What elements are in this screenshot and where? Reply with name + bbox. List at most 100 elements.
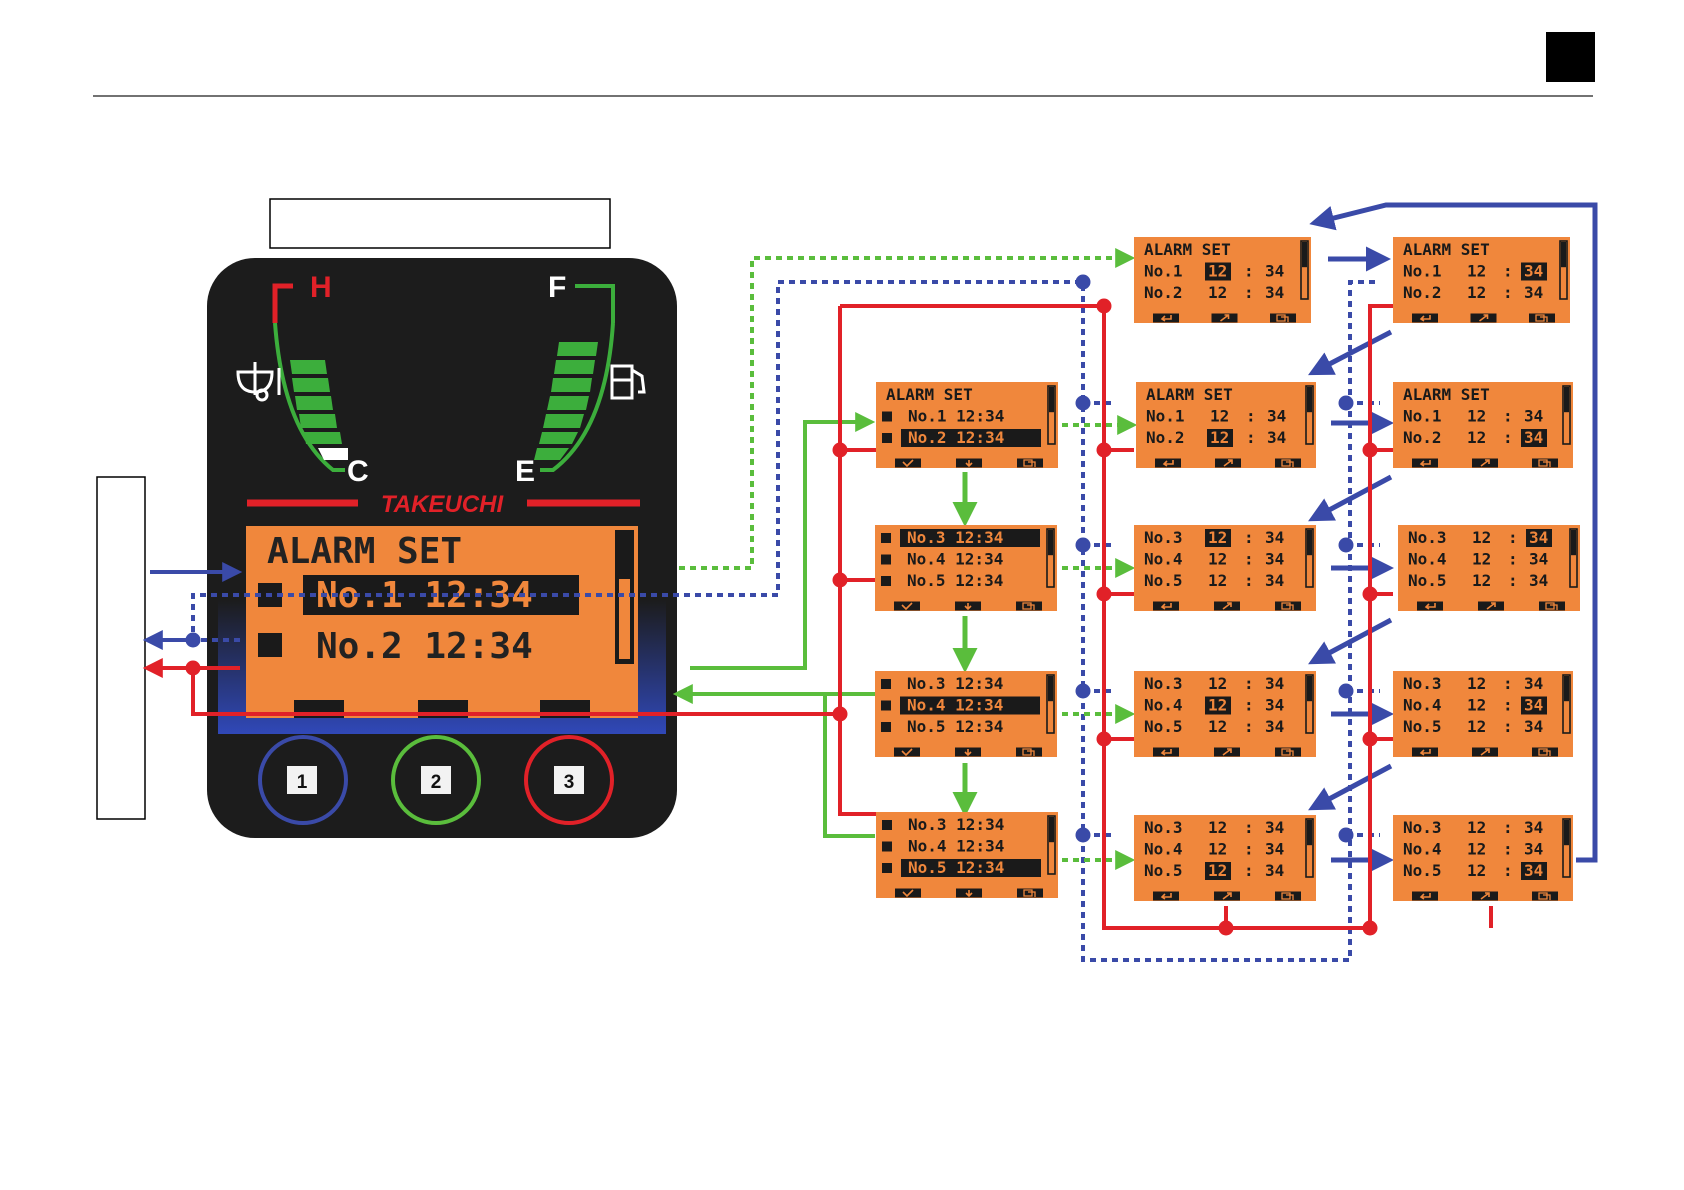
row-2-cell-0: No.5 bbox=[1403, 717, 1442, 736]
menu-icon bbox=[1275, 458, 1301, 468]
edit-icon bbox=[1214, 891, 1240, 901]
row-1-cell-2: : bbox=[1244, 696, 1254, 715]
row-1-cell-1: 12 bbox=[1467, 840, 1486, 859]
row-2-cell-1: 12 bbox=[1472, 571, 1491, 590]
row-2-cell-1: 12 bbox=[1208, 861, 1227, 880]
menu-icon bbox=[1016, 747, 1042, 757]
list-row-highlight bbox=[901, 429, 1041, 447]
row-1-cell-2: : bbox=[1503, 428, 1513, 447]
row-1-cell-1: 12 bbox=[1208, 283, 1227, 302]
row-0-cell-2: : bbox=[1508, 528, 1518, 547]
edit-icon bbox=[1214, 747, 1240, 757]
screen-title: ALARM SET bbox=[1144, 240, 1231, 259]
row-2-cell-3: 34 bbox=[1524, 861, 1543, 880]
row-1-cell-2: : bbox=[1246, 428, 1256, 447]
list-marker bbox=[882, 841, 892, 852]
row-0-cell-2: : bbox=[1244, 818, 1254, 837]
screen-title: ALARM SET bbox=[1146, 385, 1233, 404]
row-2-cell-2: : bbox=[1244, 717, 1254, 736]
row-1-cell-1: 12 bbox=[1467, 696, 1486, 715]
row-1-cell-2: : bbox=[1503, 696, 1513, 715]
monitor-button-2[interactable]: 2 bbox=[391, 735, 481, 825]
row-1-cell-2: : bbox=[1244, 283, 1254, 302]
list-row-2: No.5 12:34 bbox=[908, 858, 1004, 877]
down-icon bbox=[955, 747, 981, 757]
row-1-cell-0: No.4 bbox=[1408, 550, 1447, 569]
main-lcd bbox=[246, 526, 638, 718]
row-0-cell-2: : bbox=[1503, 262, 1513, 281]
list-marker bbox=[881, 533, 891, 543]
junction-dot bbox=[832, 572, 848, 588]
row-0-cell-2: : bbox=[1244, 674, 1254, 693]
row-0-cell-3: 34 bbox=[1267, 407, 1286, 426]
menu-icon bbox=[1532, 458, 1558, 468]
row-1-cell-3: 34 bbox=[1265, 840, 1284, 859]
row-0-cell-0: No.3 bbox=[1144, 528, 1183, 547]
temp-gauge-bars bbox=[290, 360, 348, 460]
list-marker bbox=[881, 554, 891, 565]
edit-icon bbox=[1478, 601, 1504, 611]
list-row-1: No.4 12:34 bbox=[908, 837, 1004, 856]
monitor-button-3[interactable]: 3 bbox=[524, 735, 614, 825]
edit-field-highlight bbox=[1521, 862, 1547, 880]
row-0-cell-2: : bbox=[1503, 818, 1513, 837]
row-1-cell-0: No.2 bbox=[1403, 283, 1442, 302]
junction-dot bbox=[1218, 920, 1234, 936]
row-0-cell-1: 12 bbox=[1210, 407, 1229, 426]
row-1-cell-2: : bbox=[1508, 550, 1518, 569]
menu-icon bbox=[1017, 458, 1043, 468]
check-icon bbox=[895, 458, 921, 468]
row-2-cell-2: : bbox=[1503, 717, 1513, 736]
header-caption-box bbox=[269, 198, 611, 249]
screen-scrollbar bbox=[1046, 674, 1055, 734]
row-0-cell-0: No.1 bbox=[1146, 407, 1185, 426]
check-icon bbox=[894, 601, 920, 611]
list-marker bbox=[882, 411, 892, 422]
row-2-cell-0: No.5 bbox=[1408, 571, 1447, 590]
row-0-cell-1: 12 bbox=[1208, 262, 1227, 281]
junction-dot bbox=[185, 632, 201, 648]
list-marker bbox=[881, 576, 891, 586]
cancel-path-blue bbox=[191, 280, 1376, 962]
fuel-full-label: F bbox=[548, 271, 566, 304]
row-0-cell-0: No.3 bbox=[1144, 818, 1183, 837]
row-2-cell-1: 12 bbox=[1467, 861, 1486, 880]
row-0-cell-2: : bbox=[1246, 407, 1256, 426]
list-marker bbox=[881, 679, 891, 689]
screen-scrollbar bbox=[1305, 385, 1314, 445]
return-icon bbox=[1417, 601, 1443, 611]
row-2-cell-2: : bbox=[1244, 861, 1254, 880]
row-2-cell-1: 12 bbox=[1208, 717, 1227, 736]
menu-icon bbox=[1529, 313, 1555, 323]
row-0-cell-1: 12 bbox=[1208, 674, 1227, 693]
edit-field-highlight bbox=[1205, 529, 1231, 547]
fuel-gauge-bars bbox=[534, 342, 598, 460]
row-2-cell-3: 34 bbox=[1265, 861, 1284, 880]
row-0-cell-1: 12 bbox=[1467, 674, 1486, 693]
menu-icon bbox=[1275, 891, 1301, 901]
edit-field-highlight bbox=[1205, 262, 1231, 281]
row-1-cell-3: 34 bbox=[1265, 696, 1284, 715]
monitor-button-1[interactable]: 1 bbox=[258, 735, 348, 825]
row-2-cell-2: : bbox=[1244, 571, 1254, 590]
green-dotted-to-edit bbox=[679, 248, 1136, 570]
main-lcd-row2: No.2 12:34 bbox=[316, 626, 533, 667]
green-list-link bbox=[823, 694, 875, 838]
row-2-cell-0: No.5 bbox=[1403, 861, 1442, 880]
row-0-cell-0: No.3 bbox=[1144, 674, 1183, 693]
edit-icon bbox=[1211, 313, 1238, 323]
row-1-cell-3: 34 bbox=[1524, 840, 1543, 859]
list-marker bbox=[882, 820, 892, 830]
edit-icon bbox=[1215, 458, 1241, 468]
fuel-gauge-frame bbox=[575, 284, 615, 323]
row-1-cell-0: No.4 bbox=[1144, 550, 1183, 569]
